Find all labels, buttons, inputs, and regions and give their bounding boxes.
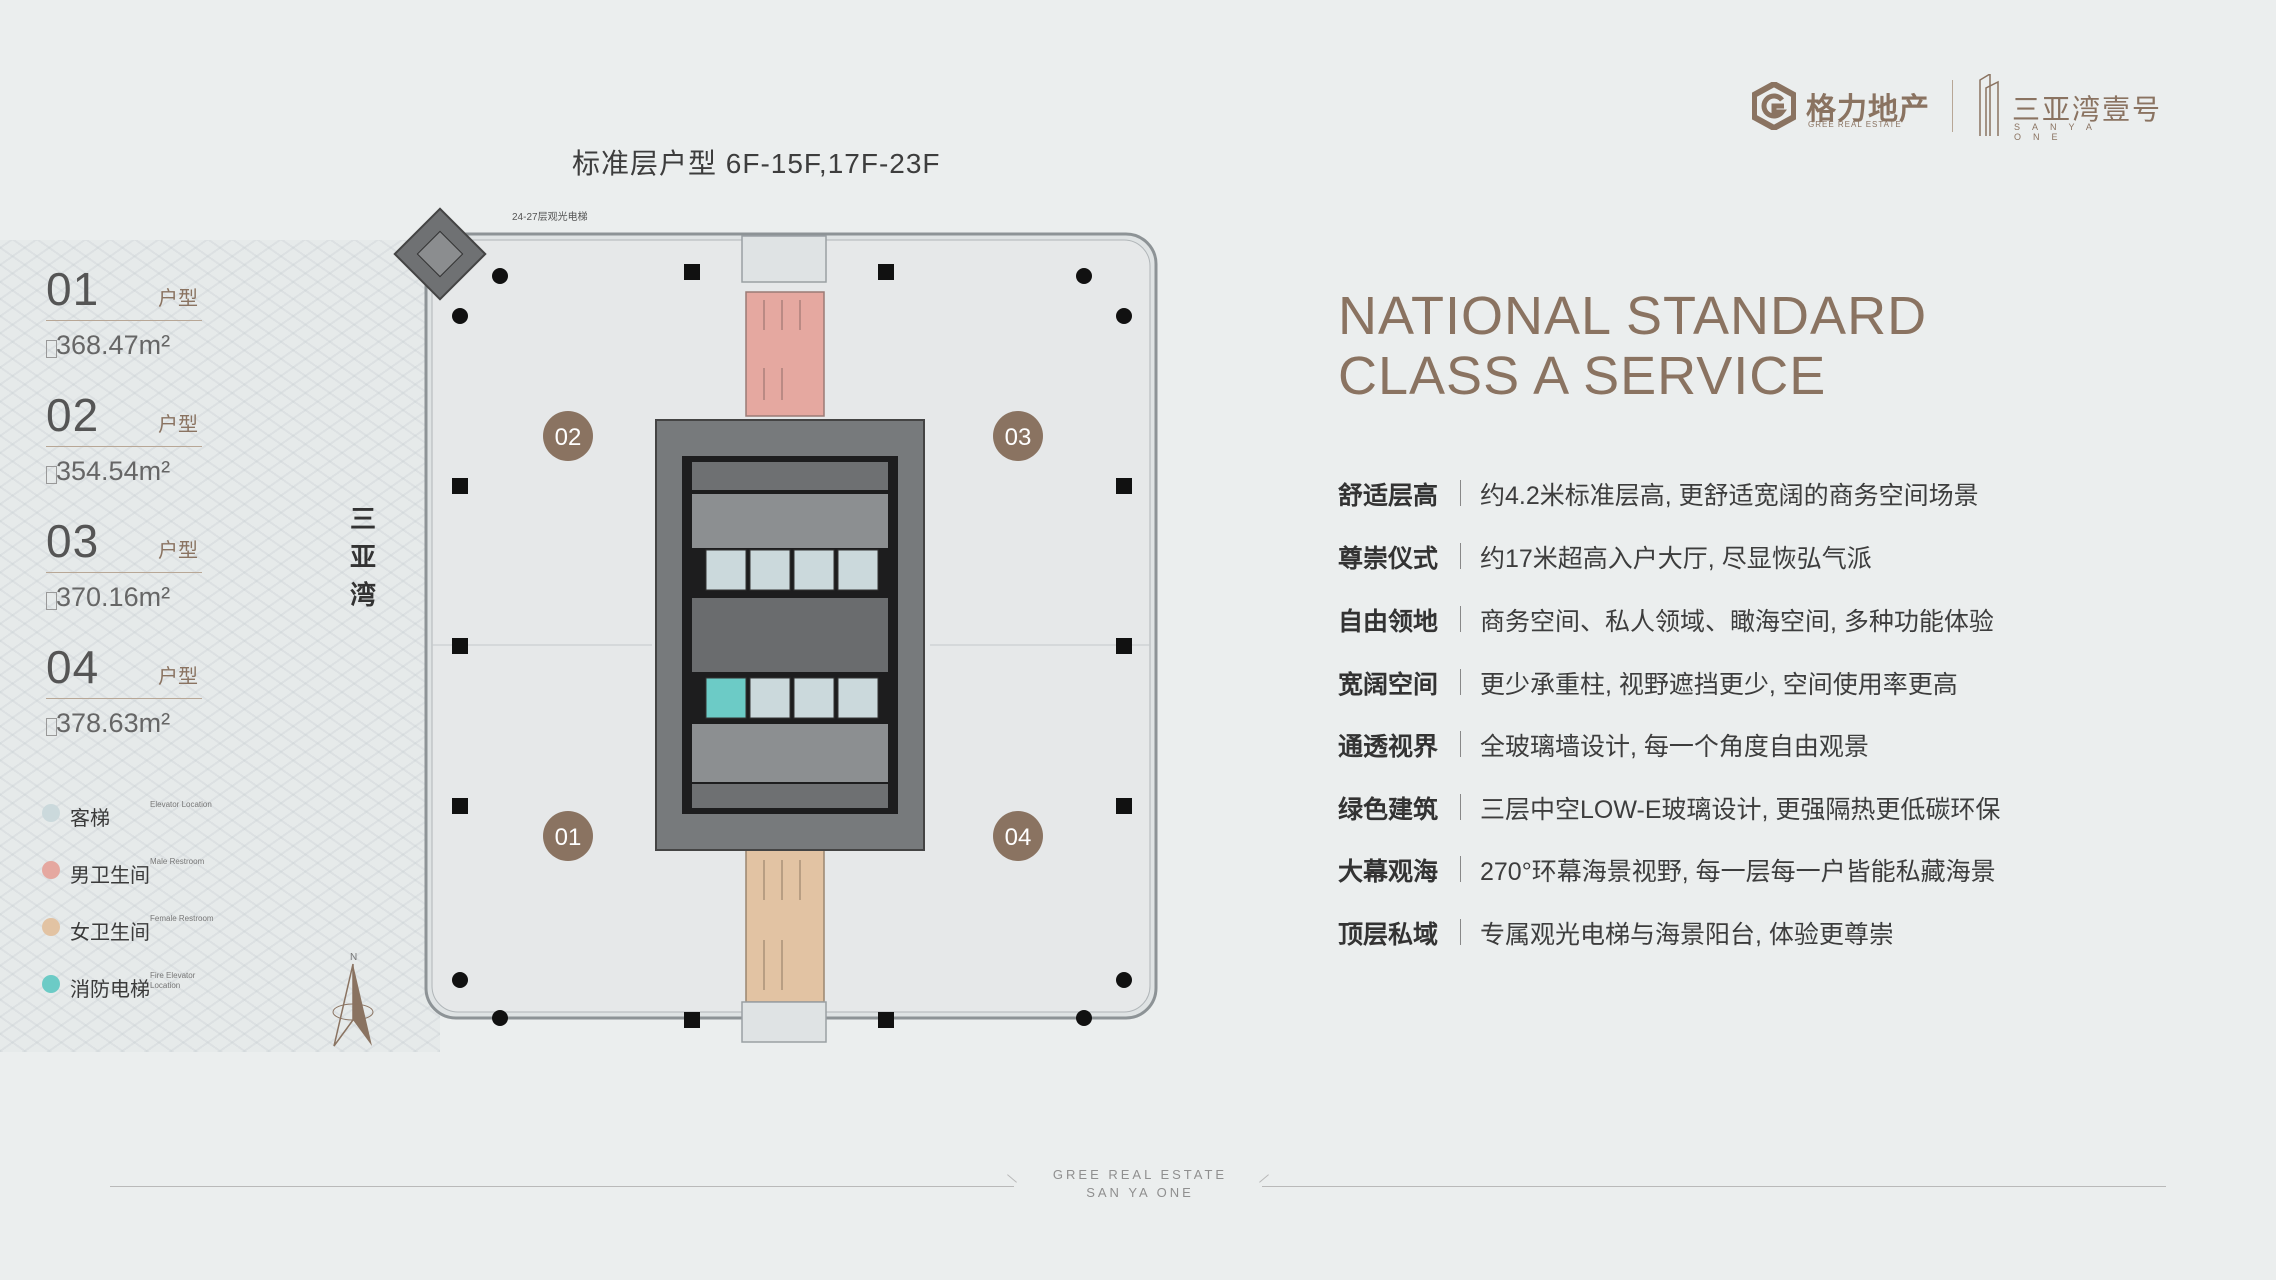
feature-title: 大幕观海 [1338, 858, 1439, 886]
unit-badge-04: 04 [993, 811, 1043, 861]
area-tag-icon [46, 466, 57, 484]
feature-desc: 三层中空LOW-E玻璃设计, 更强隔热更低碳环保 [1480, 796, 2001, 824]
footer-text: GREE REAL ESTATE SAN YA ONE [1040, 1166, 1240, 1202]
legend-swatch [42, 804, 60, 822]
legend-label: 女卫生间 [70, 922, 150, 944]
footer-rule-left [110, 1186, 1014, 1187]
unit-number: 01 [46, 263, 100, 315]
unit-divider [46, 320, 202, 321]
legend-label-en: Elevator Location [150, 800, 212, 809]
male-restroom [741, 235, 827, 417]
unit-divider [46, 446, 202, 447]
feature-desc: 商务空间、私人领域、瞰海空间, 多种功能体验 [1480, 608, 1994, 636]
unit-area: 354.54m² [56, 456, 171, 486]
north-arrow-icon: N [332, 952, 374, 1047]
unit-number: 03 [46, 515, 100, 567]
feature-desc: 全玻璃墙设计, 每一个角度自由观景 [1480, 733, 1869, 761]
legend-swatch [42, 861, 60, 879]
feature-desc: 约17米超高入户大厅, 尽显恢弘气派 [1480, 545, 1872, 573]
footer-rule-accent [1259, 1174, 1269, 1183]
side-label-sanya-bay: 三亚湾 [349, 504, 376, 610]
service-core [655, 419, 925, 851]
feature-divider [1460, 731, 1461, 757]
plan-title: 标准层户型 6F-15F,17F-23F [572, 148, 941, 179]
feature-title: 舒适层高 [1338, 482, 1439, 510]
area-tag-icon [46, 340, 57, 358]
area-tag-icon [46, 592, 57, 610]
feature-desc: 约4.2米标准层高, 更舒适宽阔的商务空间场景 [1480, 482, 1979, 510]
unit-label: 户型 [158, 540, 198, 562]
feature-desc: 专属观光电梯与海景阳台, 体验更尊崇 [1480, 921, 1894, 949]
footer-rule-right [1262, 1186, 2166, 1187]
unit-area: 368.47m² [56, 330, 171, 360]
feature-desc: 更少承重柱, 视野遮挡更少, 空间使用率更高 [1480, 671, 1958, 699]
unit-number: 02 [46, 389, 100, 441]
feature-divider [1460, 919, 1461, 945]
feature-divider [1460, 480, 1461, 506]
brand-divider [1952, 80, 1953, 132]
unit-divider [46, 698, 202, 699]
legend-panel [0, 240, 440, 1052]
elevator-note: 24-27层观光电梯 [512, 210, 588, 223]
unit-divider [46, 572, 202, 573]
feature-divider [1460, 606, 1461, 632]
legend-label-en: Male Restroom [150, 857, 205, 866]
sightseeing-elevator [393, 207, 487, 301]
unit-label: 户型 [158, 666, 198, 688]
headline-line-1: NATIONAL STANDARD [1338, 286, 1928, 346]
developer-name: 格力地产 [1806, 93, 1930, 126]
legend-label-en: Female Restroom [150, 914, 214, 923]
female-restroom [741, 849, 827, 1043]
feature-title: 顶层私域 [1338, 921, 1439, 949]
area-tag-icon [46, 718, 57, 736]
feature-divider [1460, 856, 1461, 882]
unit-label: 户型 [158, 414, 198, 436]
brand-header: 格力地产 GREE REAL ESTATE 三亚湾壹号 SANYA ONE [1752, 74, 2172, 142]
unit-badge-01: 01 [543, 811, 593, 861]
feature-divider [1460, 543, 1461, 569]
unit-area: 370.16m² [56, 582, 171, 612]
footer-rule-accent [1007, 1174, 1017, 1183]
unit-badge-03: 03 [993, 411, 1043, 461]
unit-badge-02: 02 [543, 411, 593, 461]
feature-title: 通透视界 [1338, 733, 1439, 761]
legend-swatch [42, 975, 60, 993]
unit-label: 户型 [158, 288, 198, 310]
unit-area: 378.63m² [56, 708, 171, 738]
feature-desc: 270°环幕海景视野, 每一层每一户皆能私藏海景 [1480, 858, 1996, 886]
tower-logo-icon [1979, 74, 1999, 136]
developer-name-en: GREE REAL ESTATE [1808, 120, 1902, 129]
gree-logo-icon [1752, 82, 1796, 130]
unit-badge-label: 01 [555, 824, 582, 851]
footer-line-1: GREE REAL ESTATE [1052, 1167, 1228, 1182]
feature-title: 宽阔空间 [1338, 671, 1439, 699]
legend-label-en: Fire Elevator Location [150, 971, 196, 990]
feature-title: 尊崇仪式 [1338, 545, 1439, 573]
footer-line-2: SAN YA ONE [1086, 1185, 1194, 1200]
headline-line-2: CLASS A SERVICE [1338, 346, 1827, 406]
unit-badge-label: 03 [1005, 424, 1032, 451]
legend-swatch [42, 918, 60, 936]
unit-number: 04 [46, 641, 100, 693]
unit-badge-label: 04 [1005, 824, 1032, 851]
feature-title: 自由领地 [1338, 608, 1439, 636]
headline: NATIONAL STANDARD CLASS A SERVICE [1338, 286, 1927, 406]
svg-text:N: N [350, 952, 357, 963]
project-name: 三亚湾壹号 [2012, 94, 2163, 125]
feature-divider [1460, 669, 1461, 695]
legend-label: 客梯 [70, 808, 110, 830]
legend-label: 消防电梯 [70, 979, 150, 1001]
legend-label: 男卫生间 [70, 865, 150, 887]
project-name-en: SANYA ONE [2014, 122, 2104, 142]
floor-plan: 24-27层观光电梯 [393, 207, 1158, 1043]
feature-title: 绿色建筑 [1338, 796, 1439, 824]
unit-badge-label: 02 [555, 424, 582, 451]
structural-columns [452, 264, 1132, 1028]
feature-divider [1460, 794, 1461, 820]
